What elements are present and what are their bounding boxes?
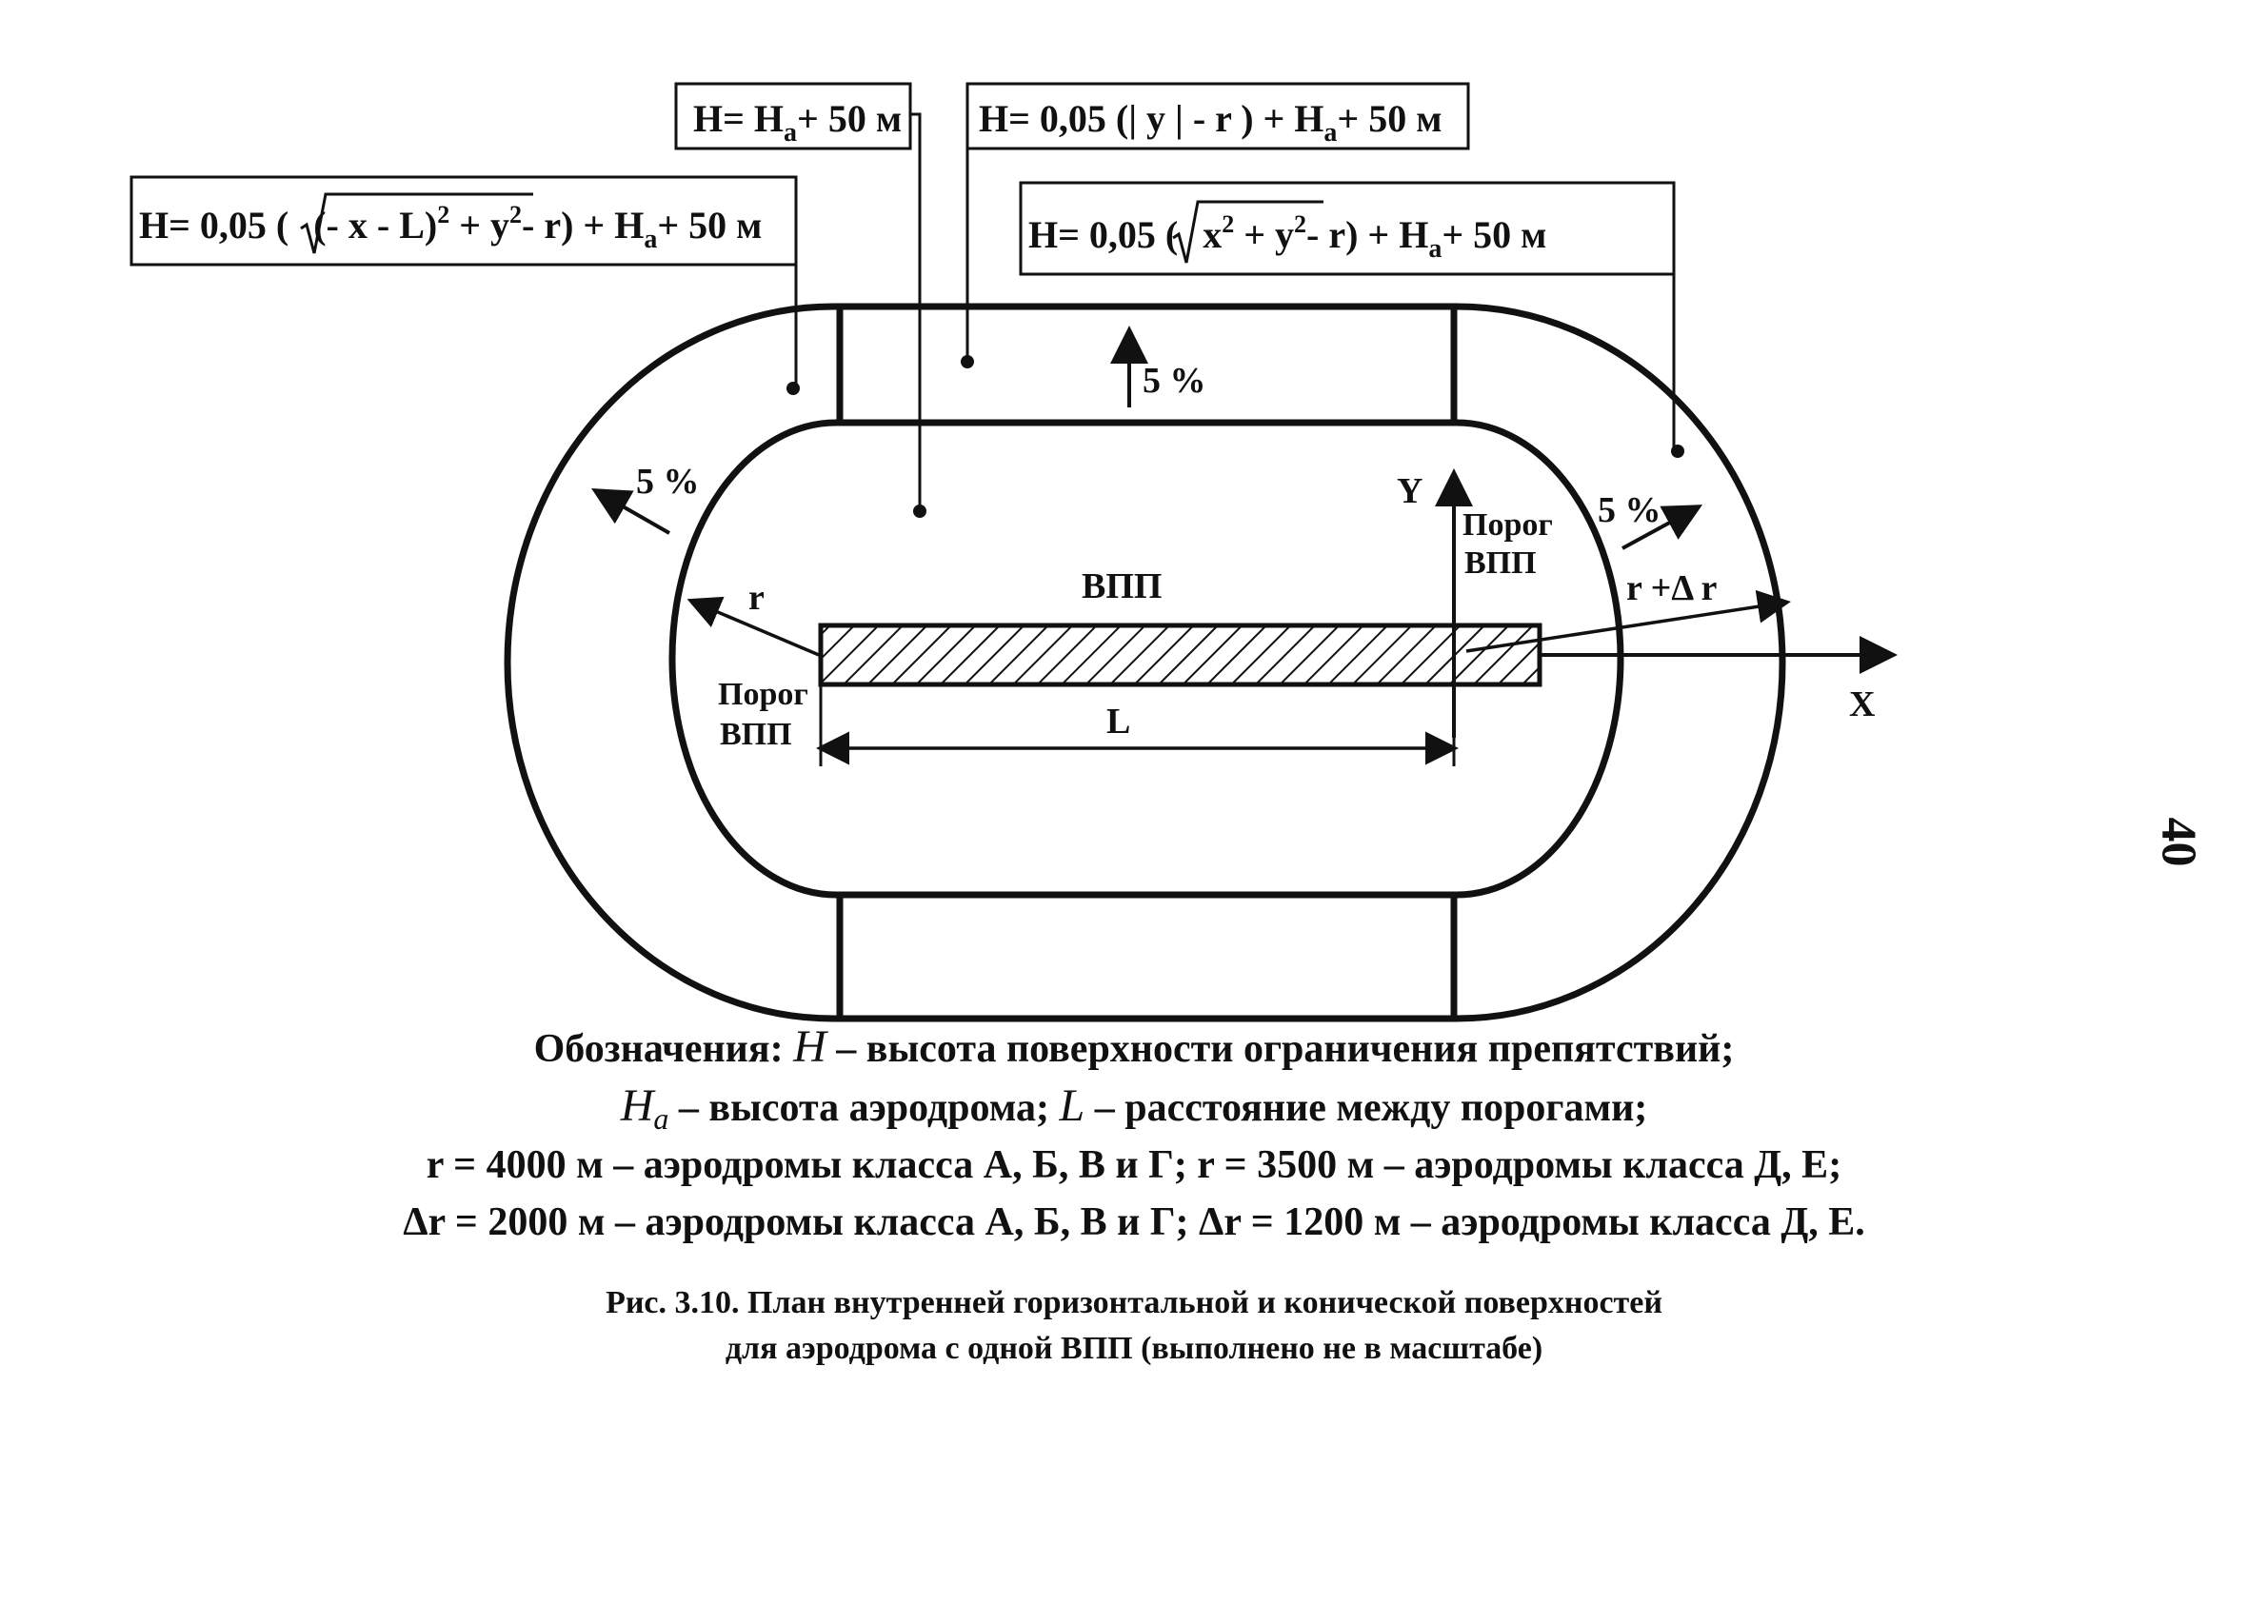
page-number: 40	[2151, 817, 2206, 867]
dot-inner-horizontal	[913, 505, 926, 518]
dot-right-conical	[1671, 445, 1684, 458]
radical-left	[300, 192, 533, 254]
length-label: L	[1106, 702, 1130, 742]
legend-line-1: Обозначения: H – высота поверхности огра…	[533, 1021, 1735, 1072]
formula-top-right: H= 0,05 (| y | - r ) + Ha+ 50 м	[979, 97, 1442, 148]
radical-right	[1172, 200, 1323, 264]
slope-top-label: 5 %	[1143, 361, 1206, 401]
threshold-right-label-2: ВПП	[1464, 545, 1537, 581]
runway-label: ВПП	[1082, 566, 1162, 606]
slope-right-label: 5 %	[1598, 490, 1661, 530]
dot-top-conical	[961, 355, 974, 368]
formula-box-right	[1019, 181, 1676, 276]
formula-right: H= 0,05 (x2 + y2- r) + Ha+ 50 м	[1028, 210, 1546, 264]
radius-label: r	[748, 578, 765, 618]
slope-left-label: 5 %	[636, 462, 700, 502]
figure-caption-line-1: Рис. 3.10. План внутренней горизонтально…	[606, 1285, 1662, 1320]
threshold-left-label-2: ВПП	[720, 717, 792, 752]
runway-strip	[818, 623, 1542, 687]
radius-outer-label: r +Δ r	[1626, 568, 1718, 608]
formula-box-left	[129, 175, 798, 267]
legend-line-3: r = 4000 м – аэродромы класса А, Б, В и …	[426, 1143, 1842, 1187]
radius-r-arrow	[686, 596, 820, 657]
leader-top-left-box	[910, 112, 922, 509]
y-axis-label: Y	[1397, 471, 1422, 511]
x-axis-label: X	[1849, 684, 1875, 724]
legend-line-4: Δr = 2000 м – аэродромы класса А, Б, В и…	[403, 1200, 1865, 1244]
threshold-right-label-1: Порог	[1462, 507, 1553, 543]
threshold-left-label-1: Порог	[718, 677, 808, 712]
radius-outer-arrow	[1465, 589, 1791, 653]
slope-right-arrow	[1621, 505, 1703, 550]
slope-left-arrow	[591, 488, 670, 535]
figure-caption-line-2: для аэродрома с одной ВПП (выполнено не …	[725, 1331, 1543, 1366]
formula-box-top-left	[674, 82, 912, 150]
legend-line-2: Ha – высота аэродрома; L – расстояние ме…	[620, 1080, 1648, 1137]
dot-left-conical	[786, 382, 800, 395]
formula-top-left: H= Ha+ 50 м	[693, 97, 902, 148]
formula-left: H= 0,05 ((- x - L)2 + y2- r) + Ha+ 50 м	[139, 201, 762, 254]
